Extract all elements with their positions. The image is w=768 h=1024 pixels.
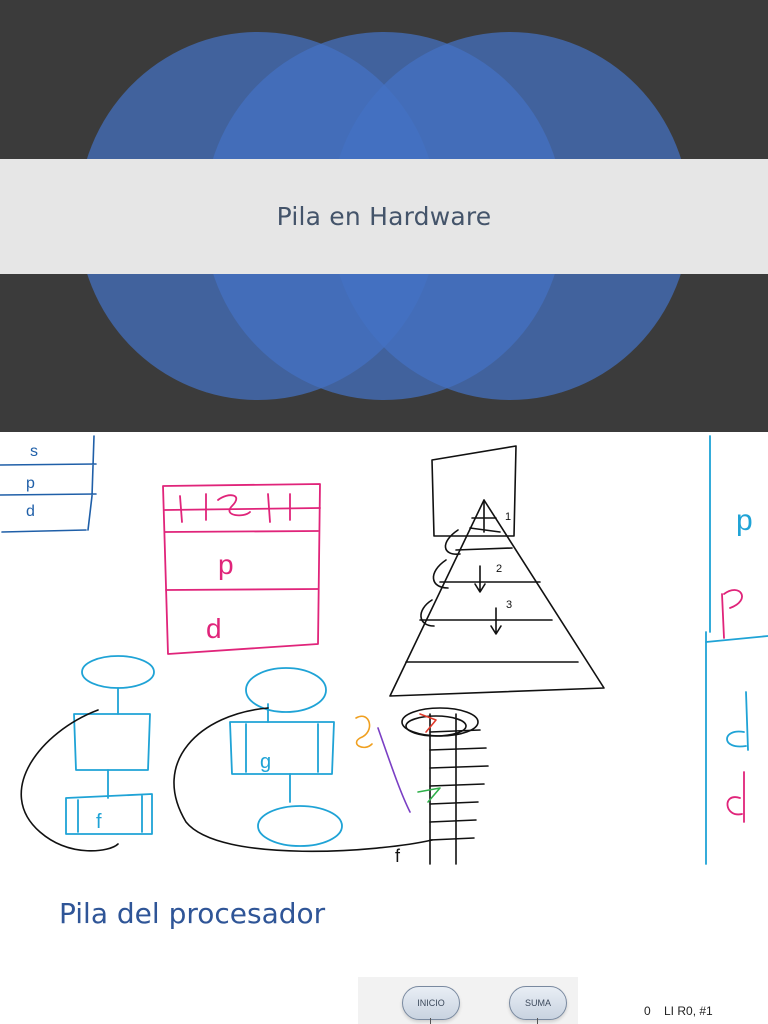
- flow-c-label: f: [395, 846, 401, 866]
- label-p-pink: p: [218, 549, 234, 580]
- suma-connector: [537, 1018, 538, 1024]
- flowchart-a: [65, 655, 155, 835]
- sketch-canvas: s p d p d 1 2 3: [0, 435, 768, 866]
- pink-memory-table: [162, 483, 321, 655]
- whiteboard-slide: s p d p d 1 2 3: [0, 432, 768, 867]
- flow-b-label: g: [260, 751, 271, 773]
- processor-stack-slide: Pila del procesador INICIO SUMA 0 LI R0,…: [0, 867, 768, 1024]
- title-slide: Pila en Hardware: [0, 0, 768, 432]
- right-column-sketch: [705, 435, 768, 865]
- level-1: 1: [505, 511, 511, 523]
- connector-curves: [20, 707, 433, 853]
- level-2: 2: [496, 563, 502, 575]
- right-label-p: p: [736, 504, 753, 537]
- pyramid-level-numbers: 1 2 3: [496, 511, 512, 611]
- code-listing-line: 0 LI R0, #1: [644, 1004, 713, 1018]
- label-s: s: [30, 443, 38, 460]
- label-d: d: [26, 503, 35, 520]
- flowchart-b: [229, 667, 343, 847]
- inicio-button[interactable]: INICIO: [402, 986, 460, 1020]
- flow-a-label: f: [96, 811, 102, 833]
- colored-scribbles: [355, 713, 441, 813]
- slide-heading: Pila del procesador: [59, 897, 326, 930]
- suma-button[interactable]: SUMA: [509, 986, 567, 1020]
- right-column-labels: p: [736, 504, 753, 537]
- small-stack-labels: s p d: [26, 443, 38, 520]
- hardware-stack-sketch: [401, 707, 489, 865]
- pink-table-labels: p d: [206, 549, 234, 644]
- pyramid-sketch: [389, 445, 605, 697]
- small-stack-table: [0, 435, 97, 533]
- label-d-pink: d: [206, 613, 222, 644]
- slide-title: Pila en Hardware: [276, 202, 492, 231]
- inicio-connector: [430, 1018, 431, 1024]
- label-p: p: [26, 475, 35, 492]
- title-band: Pila en Hardware: [0, 159, 768, 274]
- level-3: 3: [506, 599, 512, 611]
